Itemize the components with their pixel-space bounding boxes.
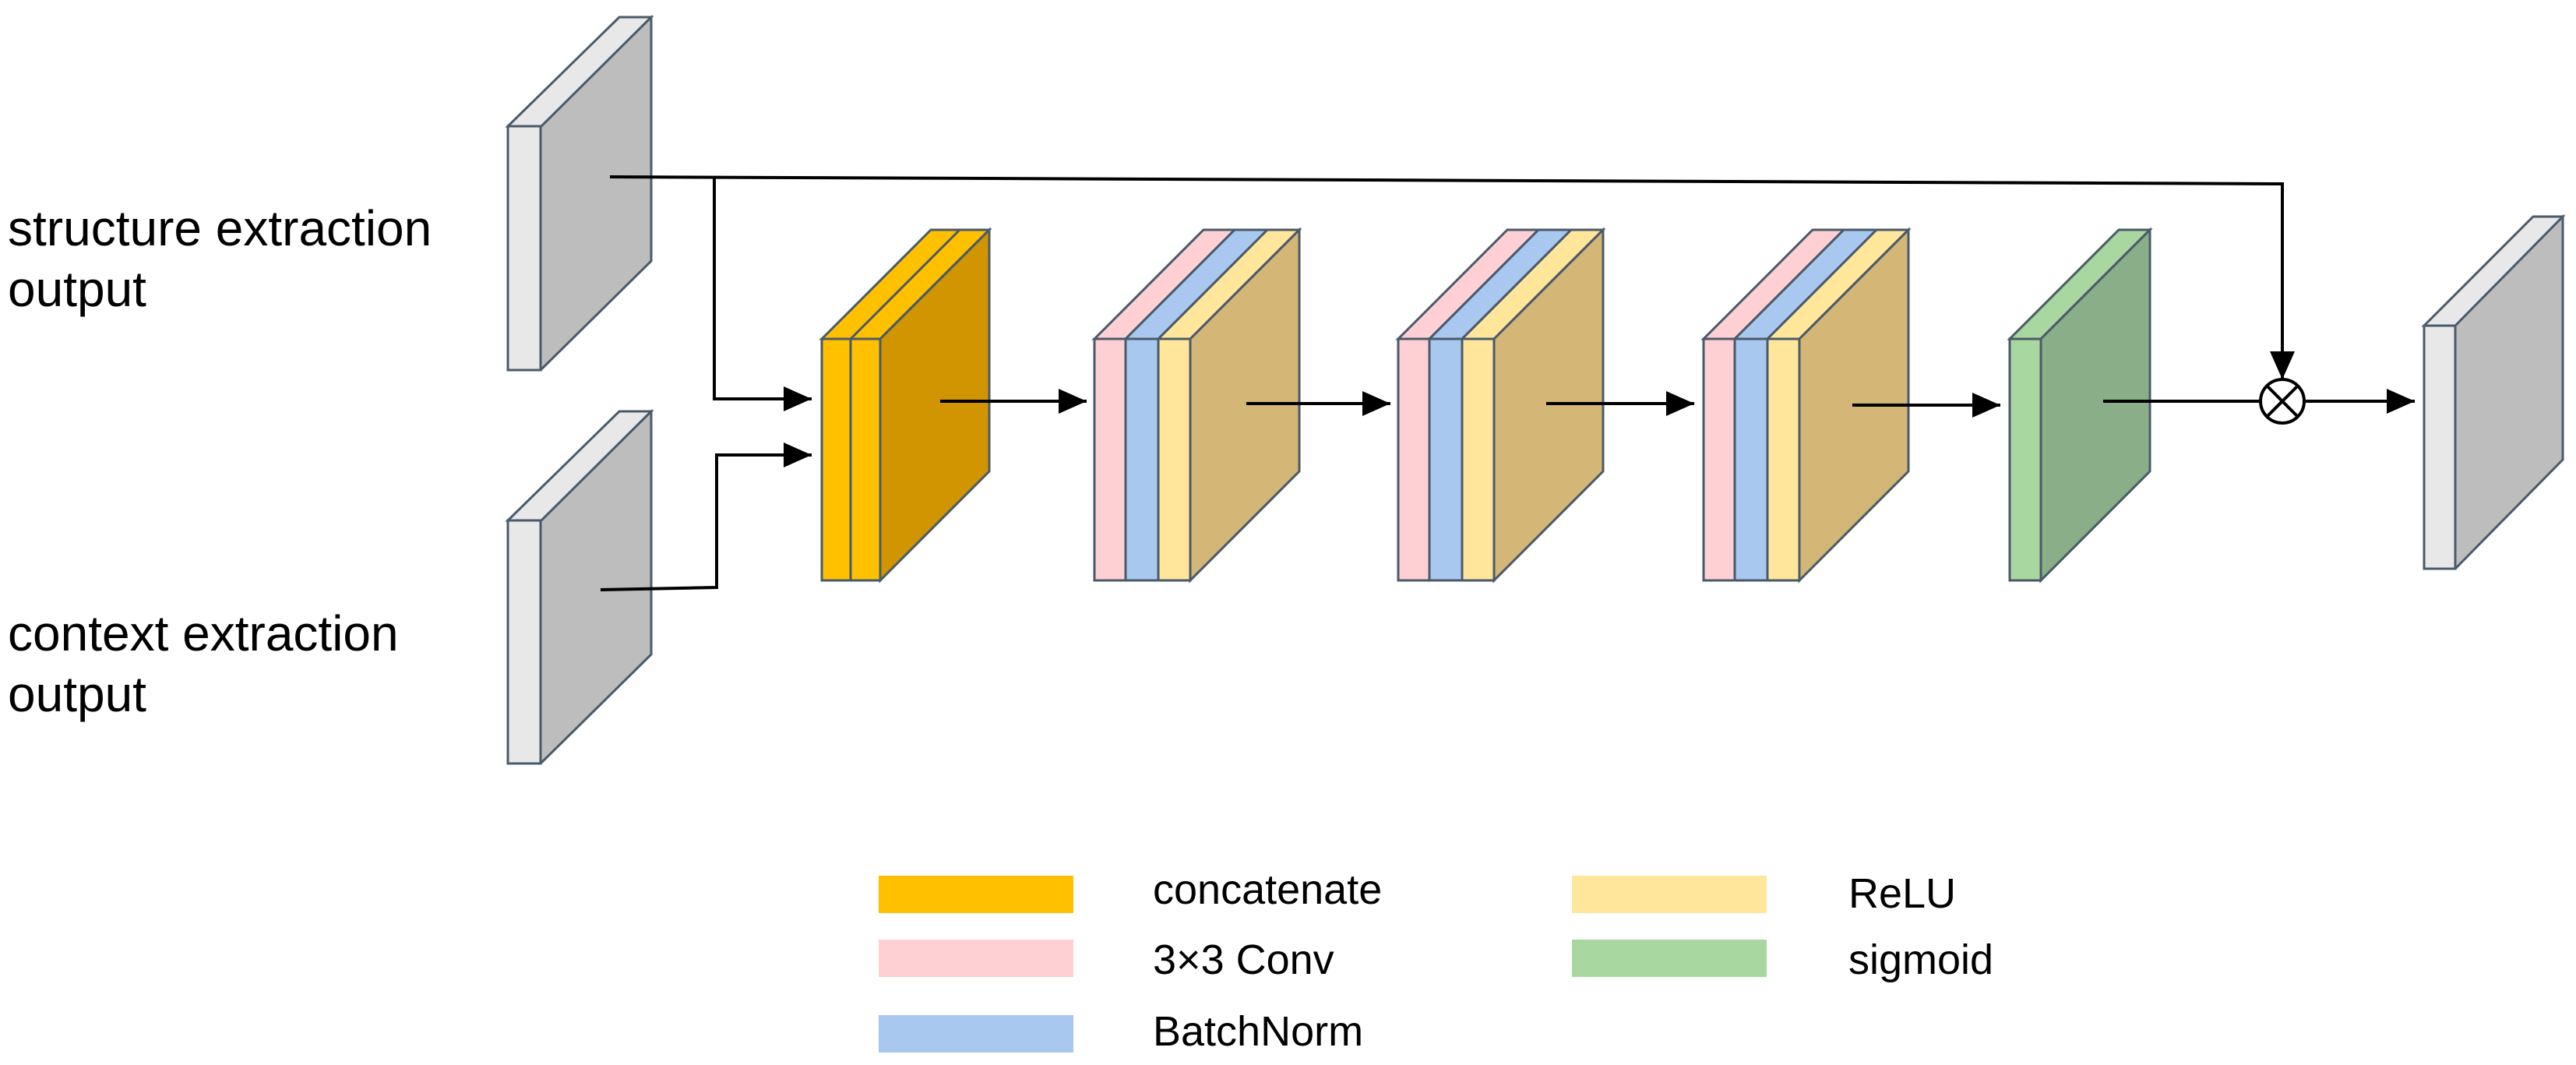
legend-label-concatenate: concatenate: [1153, 866, 1382, 913]
structure-label-line1: structure extraction: [8, 200, 432, 256]
structure-to-concat-arrow: [713, 177, 812, 411]
skip-connection-arrow: [609, 175, 2295, 379]
output-feature-map: [2421, 213, 2566, 570]
context-to-concat-arrow: [600, 443, 812, 591]
legend-label-batchnorm: BatchNorm: [1153, 1008, 1363, 1055]
legend-swatch-concatenate: [879, 876, 1073, 913]
context-label-line2: output: [8, 666, 146, 722]
legend-swatch-batchnorm: [879, 1015, 1073, 1053]
legend: concatenate 3×3 Conv BatchNorm ReLU sigm…: [879, 866, 1993, 1055]
legend-label-conv: 3×3 Conv: [1153, 936, 1334, 983]
sigmoid-block: [2007, 227, 2153, 584]
structure-label-line2: output: [8, 261, 146, 317]
multiply-operator: [2259, 378, 2306, 425]
structure-feature-map: [505, 14, 654, 372]
legend-swatch-relu: [1572, 876, 1767, 913]
concatenate-block: [819, 227, 992, 584]
connections: [600, 175, 2415, 591]
legend-label-relu: ReLU: [1848, 870, 1956, 917]
context-feature-map: [505, 408, 654, 765]
conv-bn-relu-block-1: [1091, 227, 1302, 584]
context-label-line1: context extraction: [8, 605, 399, 661]
legend-label-sigmoid: sigmoid: [1848, 936, 1993, 983]
legend-swatch-conv: [879, 940, 1073, 977]
legend-swatch-sigmoid: [1572, 940, 1767, 977]
